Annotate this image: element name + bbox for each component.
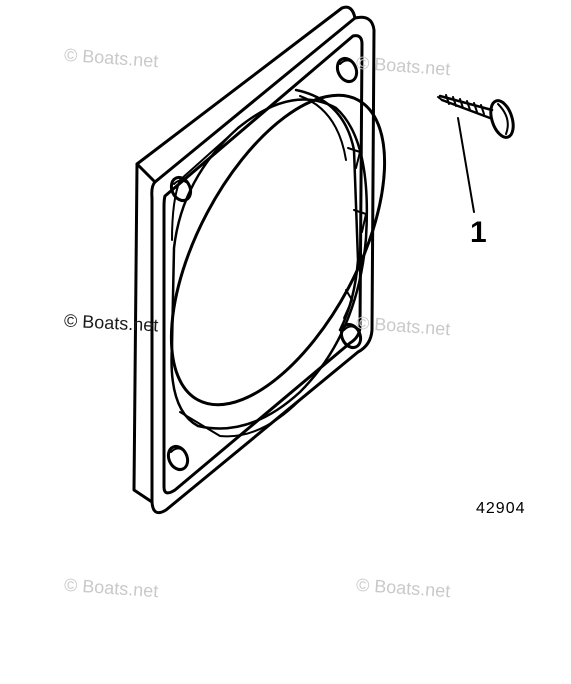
screw-hole-top-left [169,175,193,203]
bezel-frame-icon [132,5,387,515]
screw-hole-bottom-left [166,444,190,472]
callout-label: 1 [470,216,487,249]
diagram-code: 42904 [476,500,526,517]
screw-hole-bottom-right [339,322,363,350]
screw-icon [437,94,515,139]
callout-leader-line [457,117,475,213]
screw-hole-top-right [335,56,359,84]
